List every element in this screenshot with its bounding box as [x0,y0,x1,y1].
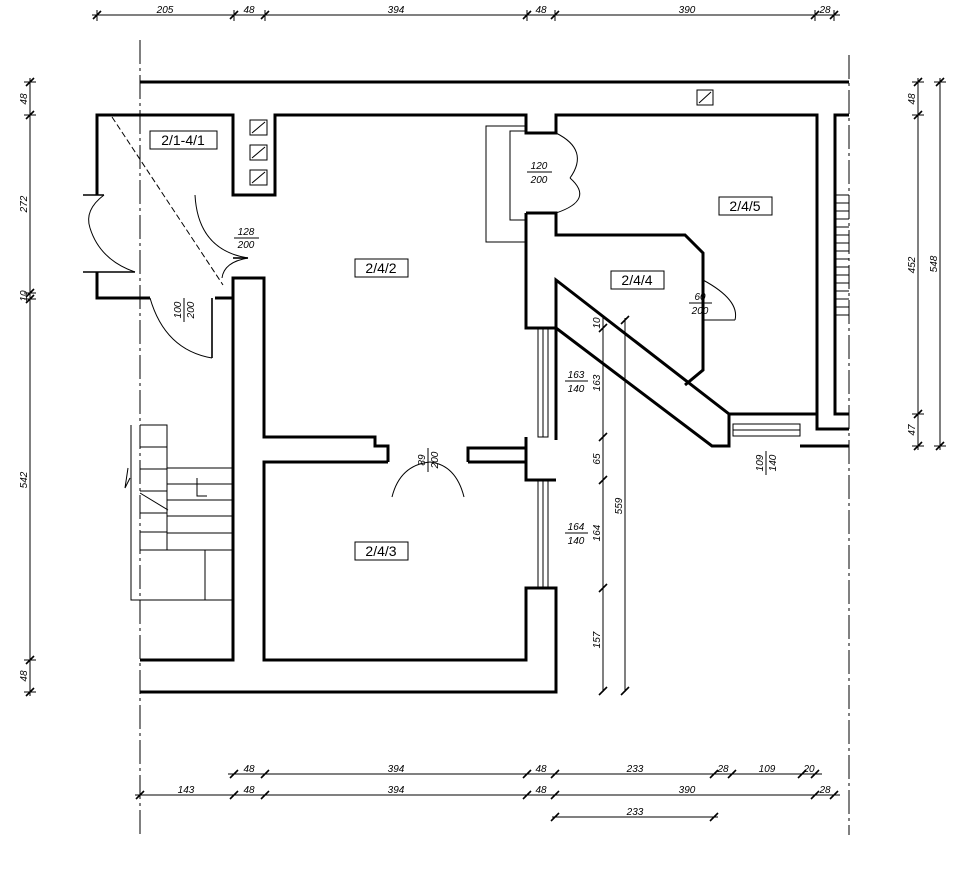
left-dimension-chain: 48 272 10 542 48 [19,77,36,697]
left-dim-4: 542 [19,471,30,488]
bottom-row2-dim-3: 394 [388,785,405,796]
room-label-2-4-3: 2/4/3 [365,543,396,559]
bottom-row2-dim-5: 390 [679,785,696,796]
bottom-row2-dim-1: 143 [178,785,195,796]
bottom-row2-dim-4: 48 [535,785,547,796]
bottom-row1-dim-4: 233 [626,764,644,775]
top-dim-3: 394 [388,5,405,16]
inner-dim-3: 65 [592,453,603,465]
opening-6-height: 140 [568,384,585,395]
bottom-row1-dim-3: 48 [535,764,547,775]
opening-2-width: 128 [238,227,255,238]
bottom-dimension-row-2: 143 48 394 48 390 28 [135,785,840,800]
opening-3-height: 200 [186,301,197,319]
inner-dim-5: 157 [592,631,603,648]
right-dim-3: 47 [907,424,918,436]
inner-dimension-chain: 10 163 65 164 157 559 [592,315,630,696]
windows [537,327,801,589]
right-dimension-chain: 48 452 47 548 [907,77,946,451]
right-dim-4: 548 [929,255,940,272]
bottom-row1-dim-1: 48 [243,764,255,775]
top-dim-1: 205 [156,5,174,16]
bottom-row1-dim-7: 20 [802,764,815,775]
bottom-row2-dim-2: 48 [243,785,255,796]
left-dim-3: 10 [19,290,30,302]
right-dim-2: 452 [907,256,918,273]
top-dimension-chain: 205 48 394 48 390 28 [92,5,840,21]
opening-8-height: 140 [768,454,779,471]
opening-7-height: 140 [568,536,585,547]
bottom-dimension-row-1: 48 394 48 233 28 109 20 [228,764,822,779]
room-label-2-4-4: 2/4/4 [621,272,652,288]
opening-labels: 120 200 128 200 100 200 89 200 60 200 16… [173,161,779,547]
inner-dim-2: 163 [592,374,603,391]
vent-shafts [249,89,714,186]
inner-dim-1: 10 [592,317,603,329]
opening-8-width: 109 [755,454,766,471]
top-dim-6: 28 [818,5,831,16]
bottom-row1-dim-2: 394 [388,764,405,775]
left-dim-5: 48 [19,670,30,682]
bottom-row2-dim-6: 28 [818,785,831,796]
room-label-2-4-5: 2/4/5 [729,198,760,214]
opening-2-height: 200 [237,240,255,251]
inner-dim-6: 559 [614,497,625,514]
bottom-row3-dim-1: 233 [626,807,644,818]
top-dim-4: 48 [535,5,547,16]
stairs [124,194,849,601]
opening-5-height: 200 [691,306,709,317]
doors [83,116,737,498]
top-dim-5: 390 [679,5,696,16]
left-dim-1: 48 [19,93,30,105]
room-label-2-4-2: 2/4/2 [365,260,396,276]
opening-7-width: 164 [568,522,585,533]
right-dim-1: 48 [907,93,918,105]
opening-1-height: 200 [530,175,548,186]
opening-3-width: 100 [173,301,184,318]
left-dim-2: 272 [19,195,30,213]
top-dim-2: 48 [243,5,255,16]
opening-1-width: 120 [531,161,548,172]
room-label-2-1-4-1: 2/1-4/1 [161,132,205,148]
room-labels: 2/1-4/1 2/4/2 2/4/3 2/4/4 2/4/5 [149,130,773,561]
bottom-row1-dim-5: 28 [716,764,729,775]
opening-6-width: 163 [568,370,585,381]
opening-4-height: 200 [430,451,441,469]
axis-lines [139,40,850,835]
inner-dim-4: 164 [592,524,603,541]
opening-4-width: 89 [417,454,428,466]
bottom-row1-dim-6: 109 [759,764,776,775]
bottom-dimension-row-3: 233 [550,807,719,822]
opening-5-width: 60 [694,292,706,303]
